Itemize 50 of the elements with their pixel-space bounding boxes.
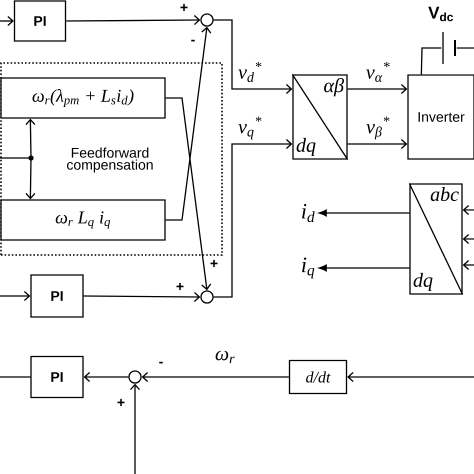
summing-junction xyxy=(128,370,142,384)
arrow xyxy=(84,292,200,302)
arrow xyxy=(84,372,128,382)
pi-block: PI xyxy=(14,0,66,42)
pi-block: PI xyxy=(30,274,84,318)
arrow xyxy=(214,19,292,94)
transform-block: αβ dq xyxy=(292,74,348,160)
voltage-label: V$_{dc}$ xyxy=(428,6,454,22)
arrow xyxy=(347,372,474,382)
sign-label: + xyxy=(176,282,184,290)
arrow xyxy=(130,384,140,474)
summing-junction xyxy=(200,290,214,304)
edge-label: v$_{d}$* xyxy=(237,61,263,83)
edge-label: v$_{α}$* xyxy=(364,61,392,83)
arrow xyxy=(462,260,474,270)
formula-block: ω$_{r}$(λ$_{pm}$ + L$_{s}$i$_{d}$) xyxy=(0,77,166,119)
arrow xyxy=(462,234,474,244)
arrow xyxy=(166,97,212,290)
edge-label: v$_{q}$* xyxy=(237,116,263,140)
sign-label: - xyxy=(191,40,195,42)
pi-block: PI xyxy=(30,356,84,398)
signal-label: i$_{q}$ xyxy=(302,258,314,278)
sign-label: - xyxy=(159,362,163,364)
signal-label: i$_{d}$ xyxy=(302,204,315,222)
transform-block: abc dq xyxy=(408,183,464,295)
arrow xyxy=(142,372,289,382)
line xyxy=(0,157,31,159)
arrow xyxy=(348,84,408,94)
arrow xyxy=(214,139,292,298)
formula-block: ω$_{r}$ L$_{q}$ i$_{q}$ xyxy=(0,199,166,241)
edge-label: ω$_{r}$ xyxy=(214,350,236,364)
summing-junction xyxy=(200,13,214,27)
arrow xyxy=(66,15,200,26)
edge-label: v$_{β}$* xyxy=(365,116,391,140)
arrow xyxy=(25,118,36,158)
arrow xyxy=(420,47,442,74)
arrow xyxy=(0,16,14,26)
arrow xyxy=(25,158,36,200)
sign-label: + xyxy=(118,398,125,406)
arrow xyxy=(348,139,408,149)
derivative-block: d/dt xyxy=(288,360,348,394)
inverter-block: Inverter xyxy=(407,74,474,160)
arrow xyxy=(462,205,474,215)
arrow xyxy=(0,291,30,301)
sign-label: + xyxy=(180,4,188,11)
arrow xyxy=(166,26,212,221)
arrow xyxy=(318,210,410,216)
arrow xyxy=(318,264,410,272)
battery-symbol xyxy=(442,32,456,64)
sign-label: + xyxy=(210,260,218,267)
